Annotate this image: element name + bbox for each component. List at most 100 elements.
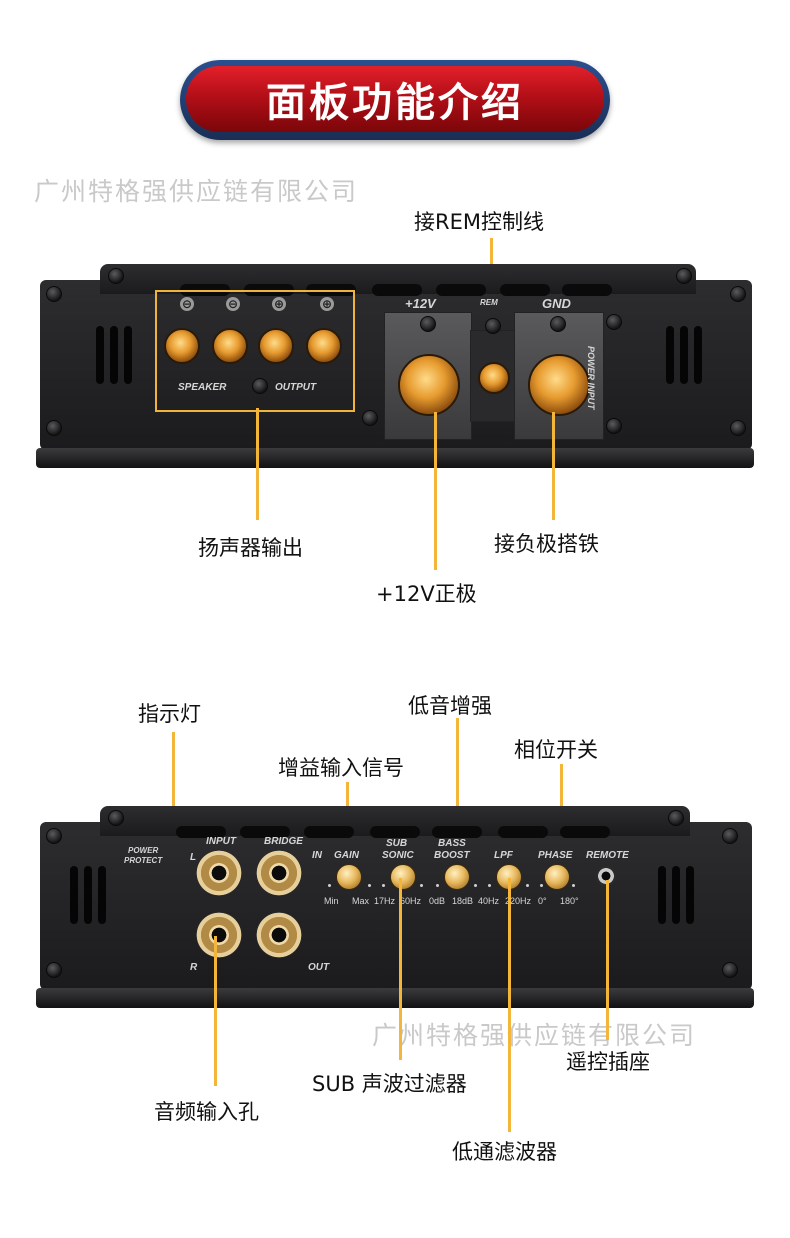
page-title: 面板功能介绍 — [266, 80, 524, 126]
callout-positive-12v: +12V正极 — [376, 582, 477, 606]
silk-sub: SUB — [386, 838, 408, 849]
silk-bass: BASS — [438, 838, 466, 849]
callout-speaker-output: 扬声器输出 — [198, 536, 303, 560]
vent-slot — [658, 866, 666, 924]
remote-jack[interactable] — [596, 866, 616, 886]
leader-lpf — [508, 878, 511, 1132]
rca-bridge-out[interactable] — [256, 912, 302, 958]
ground-terminal[interactable] — [528, 354, 590, 416]
scale-dot — [540, 884, 543, 887]
speaker-output-highlight — [155, 290, 355, 412]
gain-knob[interactable] — [336, 864, 362, 890]
watermark-bottom: 广州特格强供应链有限公司 — [372, 1021, 697, 1050]
title-banner-inner: 面板功能介绍 — [186, 66, 604, 132]
leader-speaker-output — [256, 408, 259, 520]
scale-dot — [488, 884, 491, 887]
screw-icon — [730, 420, 746, 436]
screw-icon — [730, 286, 746, 302]
panel-slot — [372, 284, 422, 296]
vent-slot — [98, 866, 106, 924]
screw-icon — [485, 318, 501, 334]
silk-in: IN — [312, 850, 322, 861]
silk-max: Max — [352, 896, 370, 906]
watermark-top: 广州特格强供应链有限公司 — [34, 177, 359, 206]
minus-icon: ⊖ — [226, 297, 240, 311]
silk-18db: 18dB — [452, 896, 474, 906]
vent-slot — [124, 326, 132, 384]
leader-rca-input — [214, 936, 217, 1086]
scale-dot — [526, 884, 529, 887]
vent-slot — [96, 326, 104, 384]
screw-icon — [550, 316, 566, 332]
vent-slot — [110, 326, 118, 384]
silk-sonic: SONIC — [382, 850, 414, 861]
rem-terminal[interactable] — [478, 362, 510, 394]
silk-0db: 0dB — [429, 896, 446, 906]
vent-slot — [672, 866, 680, 924]
silk-output: OUTPUT — [275, 382, 317, 393]
amp-bottom-base — [36, 988, 754, 1008]
screw-icon — [676, 268, 692, 284]
panel-slot — [304, 826, 354, 838]
screw-icon — [46, 962, 62, 978]
screw-icon — [252, 378, 268, 394]
rca-bridge-in[interactable] — [256, 850, 302, 896]
panel-slot — [560, 826, 610, 838]
speaker-terminal[interactable] — [212, 328, 248, 364]
scale-dot — [436, 884, 439, 887]
title-banner: 面板功能介绍 — [180, 60, 610, 140]
screw-icon — [46, 286, 62, 302]
panel-slot — [436, 284, 486, 296]
silk-min: Min — [324, 896, 339, 906]
panel-slot — [370, 826, 420, 838]
screw-icon — [668, 810, 684, 826]
silk-power-input: POWER INPUT — [586, 346, 596, 410]
silk-power: POWER — [128, 846, 159, 855]
callout-gain: 增益输入信号 — [278, 756, 404, 780]
silk-180deg: 180° — [560, 896, 579, 906]
panel-slot — [500, 284, 550, 296]
plus-icon: ⊕ — [320, 297, 334, 311]
scale-dot — [420, 884, 423, 887]
callout-indicator: 指示灯 — [138, 702, 201, 726]
callout-rem: 接REM控制线 — [414, 210, 544, 234]
subsonic-knob[interactable] — [390, 864, 416, 890]
speaker-terminal[interactable] — [306, 328, 342, 364]
silk-lpf: LPF — [494, 850, 513, 861]
panel-slot — [176, 826, 226, 838]
rca-input-left[interactable] — [196, 850, 242, 896]
silk-phase: PHASE — [538, 850, 573, 861]
vent-slot — [694, 326, 702, 384]
callout-remote: 遥控插座 — [566, 1050, 650, 1074]
silk-l: L — [190, 852, 197, 863]
silk-bridge: BRIDGE — [264, 836, 303, 847]
screw-icon — [108, 268, 124, 284]
screw-icon — [606, 314, 622, 330]
callout-sub-sonic: SUB 声波过滤器 — [312, 1072, 467, 1096]
callout-lpf: 低通滤波器 — [452, 1140, 557, 1164]
panel-slot — [432, 826, 482, 838]
silk-plus12v: +12V — [405, 296, 436, 311]
bass-boost-knob[interactable] — [444, 864, 470, 890]
phase-switch[interactable] — [544, 864, 570, 890]
speaker-terminal[interactable] — [164, 328, 200, 364]
speaker-terminal[interactable] — [258, 328, 294, 364]
callout-bass-boost: 低音增强 — [408, 694, 492, 718]
vent-slot — [686, 866, 694, 924]
screw-icon — [108, 810, 124, 826]
positive-12v-terminal[interactable] — [398, 354, 460, 416]
silk-gnd: GND — [542, 296, 571, 311]
silk-speaker: SPEAKER — [178, 382, 227, 393]
silk-60hz: 60Hz — [400, 896, 422, 906]
leader-ground — [552, 412, 555, 520]
screw-icon — [606, 418, 622, 434]
screw-icon — [420, 316, 436, 332]
screw-icon — [722, 828, 738, 844]
panel-slot — [240, 826, 290, 838]
silk-40hz: 40Hz — [478, 896, 500, 906]
leader-sub-sonic — [399, 878, 402, 1060]
plus-icon: ⊕ — [272, 297, 286, 311]
rca-input-right[interactable] — [196, 912, 242, 958]
screw-icon — [722, 962, 738, 978]
amp-top-base — [36, 448, 754, 468]
